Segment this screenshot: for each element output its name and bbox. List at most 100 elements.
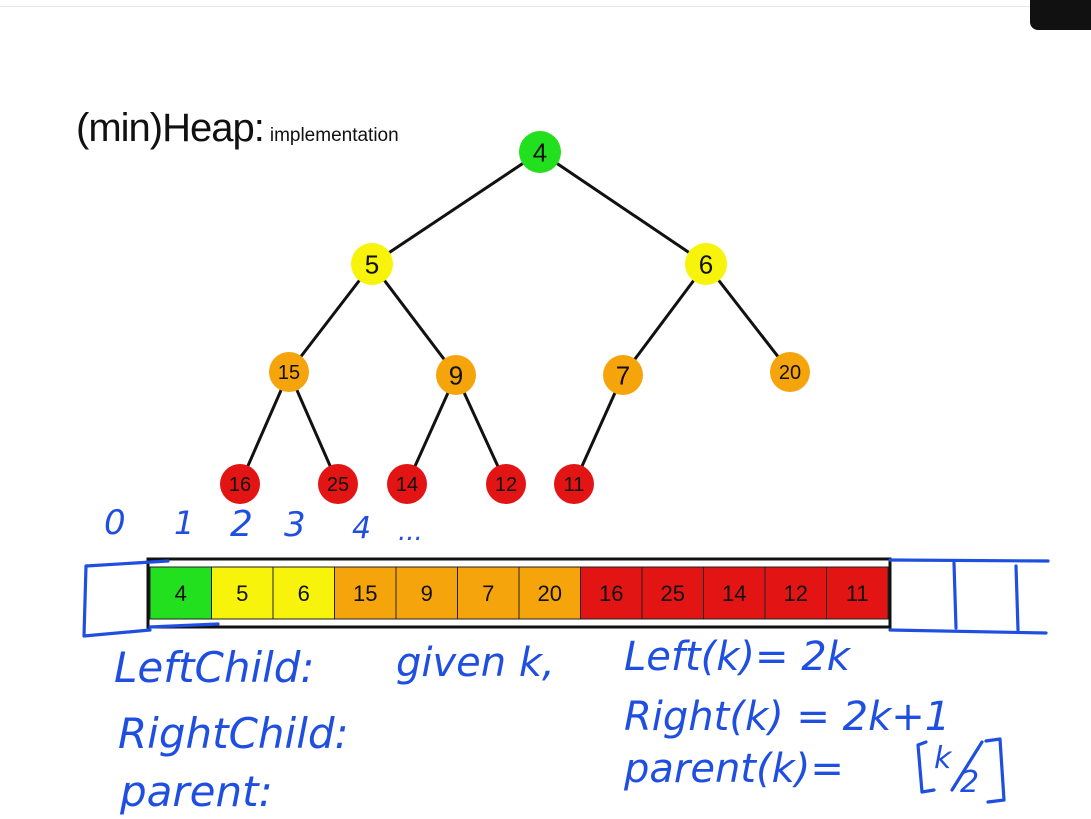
tree-node: 16 [220,464,260,504]
tree-edge [287,371,340,485]
array-cell: 14 [703,566,766,620]
array-cell-label: 16 [599,581,623,606]
title-main: (min)Heap: [76,106,265,150]
floor-bracket-right [984,737,1006,804]
formula-parent: parent(k)= [623,746,844,792]
tree-node-label: 15 [278,362,300,384]
ink-underline-first [148,622,220,629]
array-cell-box [518,566,581,620]
tree-edge [621,263,708,376]
tree-node-circle [770,352,810,392]
tree-node-circle [554,464,594,504]
tree-node: 20 [770,352,810,392]
ink-box-left [82,559,170,638]
note-left-child: LeftChild: [114,643,315,692]
array-cell-box [457,566,520,620]
fraction-slash [950,740,984,792]
tree-node-circle [436,355,476,395]
tree-edge [370,263,458,376]
ink-box-divider-1 [952,561,958,630]
note-right-child: RightChild: [118,709,349,758]
array-cell-box [395,566,458,620]
window-corner-tab [1030,0,1091,30]
array-cell-box [334,566,397,620]
array-cell: 20 [518,566,581,620]
tree-node-circle [519,131,561,173]
tree-edge [704,263,792,373]
tree-node: 9 [436,355,476,395]
index-ellipsis: ... [398,517,423,547]
tree-node: 11 [554,464,594,504]
array-cell-label: 20 [538,581,562,606]
array-cell-label: 15 [353,581,377,606]
note-given-k: given k, [396,640,555,686]
array-cell: 6 [272,566,335,620]
tree-node: 7 [603,355,643,395]
tree-node: 15 [269,352,309,392]
tree-node-label: 14 [396,474,418,496]
array-cell-box [149,566,212,620]
tree-node-circle [486,464,526,504]
array-cell: 11 [826,566,889,620]
array-cell-box [826,566,889,620]
array-cell: 12 [764,566,827,620]
tree-node-label: 4 [533,137,547,167]
ink-box-divider-2 [1014,564,1020,632]
ink-box-right-bottom [888,628,1048,635]
array-cell: 15 [334,566,397,620]
array-cell: 25 [641,566,704,620]
formula-right: Right(k) = 2k+1 [624,694,950,740]
tree-node-label: 9 [449,360,463,390]
title-sub: implementation [269,125,399,146]
index-2: 2 [230,504,253,545]
slide-title: (min)Heap:implementation [76,106,399,151]
formula-parent-numerator: k [934,741,953,776]
tree-node-circle [351,243,393,285]
array-cell-box [641,566,704,620]
index-row: 0 1 2 3 4 ... [104,503,423,547]
array-cell: 7 [457,566,520,620]
array-cell-label: 11 [846,581,869,606]
tree-node: 6 [685,243,727,285]
array-cell-box [703,566,766,620]
note-parent: parent: [119,767,273,816]
floor-bracket-left [916,740,936,794]
array-cell-label: 12 [784,581,808,606]
tree-node: 12 [486,464,526,504]
tree-node-label: 25 [327,474,349,496]
array-cell-label: 7 [482,581,494,606]
tree-node-circle [387,464,427,504]
array-cell: 16 [580,566,643,620]
array-cell-label: 6 [298,581,310,606]
tree-node-circle [269,352,309,392]
tree-node: 25 [318,464,358,504]
tree-node-label: 5 [365,249,379,279]
index-3: 3 [284,505,306,545]
array-cell: 4 [149,566,212,620]
array-cell-label: 9 [421,581,433,606]
tree-node: 5 [351,243,393,285]
index-0: 0 [104,503,126,543]
array-cell-label: 5 [236,581,248,606]
tree-node-label: 20 [779,362,801,384]
tree-node-circle [603,355,643,395]
tree-node: 4 [519,131,561,173]
array-frame [146,557,892,629]
tree-nodes: 4 5 6 15 9 7 20 16 25 14 12 11 [220,131,810,504]
array-cell: 9 [395,566,458,620]
ink-box-right-top [888,558,1050,563]
tree-node-label: 12 [495,474,517,496]
formula-parent-denominator: 2 [960,765,979,800]
tree-node-circle [318,464,358,504]
tree-edge [539,150,707,266]
array-cell-box [764,566,827,620]
tree-node-label: 11 [564,474,585,496]
top-divider [0,6,1091,7]
array-cell: 5 [211,566,274,620]
formula-left: Left(k)= 2k [624,634,852,680]
tree-edge [371,150,541,266]
tree-node-label: 16 [229,474,251,496]
array-cell-label: 4 [175,581,187,606]
